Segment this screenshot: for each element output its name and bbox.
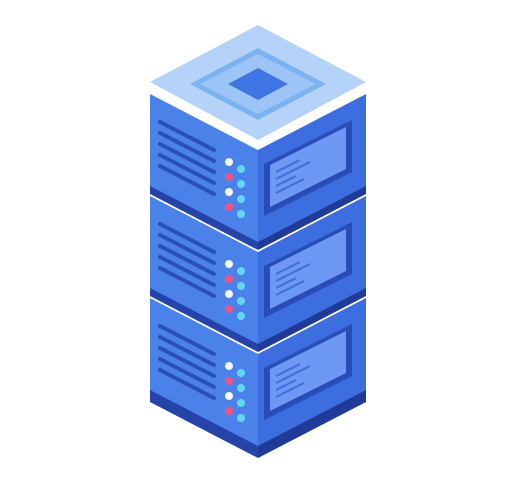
led-icon [237, 312, 245, 320]
led-icon [225, 377, 233, 385]
led-icon [225, 158, 233, 166]
unit-1-status-leds [225, 158, 245, 218]
led-icon [225, 362, 233, 370]
led-icon [237, 180, 245, 188]
led-icon [237, 384, 245, 392]
server-unit-3 [150, 298, 366, 458]
led-icon [225, 305, 233, 313]
unit-2-bottom-seam-front [150, 288, 258, 352]
unit-2-status-leds [225, 260, 245, 320]
unit-2-vent-lines [158, 222, 216, 298]
display-text-lines [275, 261, 311, 296]
led-icon [237, 369, 245, 377]
led-icon [225, 290, 233, 298]
unit-3-base-side [258, 390, 366, 458]
unit-3-vent-lines [158, 324, 216, 400]
unit-1-bottom-seam-side [258, 186, 366, 250]
led-icon [225, 188, 233, 196]
led-icon [225, 275, 233, 283]
led-icon [225, 203, 233, 211]
unit-3-status-leds [225, 362, 245, 422]
top-face-square [228, 68, 288, 100]
led-icon [225, 260, 233, 268]
unit-1-bottom-seam-front [150, 186, 258, 250]
led-icon [225, 407, 233, 415]
unit-1-display-panel [264, 120, 352, 216]
unit-2-bottom-seam-side [258, 288, 366, 352]
led-icon [237, 165, 245, 173]
display-text-lines [275, 159, 311, 194]
unit-2-display-panel [264, 222, 352, 318]
rack-top-face [150, 25, 366, 140]
led-icon [237, 267, 245, 275]
server-unit-2 [150, 196, 366, 352]
led-icon [237, 399, 245, 407]
led-icon [237, 195, 245, 203]
display-text-lines [275, 363, 311, 398]
unit-3-base-front [150, 390, 258, 458]
led-icon [225, 392, 233, 400]
led-icon [237, 282, 245, 290]
led-icon [237, 297, 245, 305]
server-unit-1 [150, 94, 366, 250]
led-icon [225, 173, 233, 181]
led-icon [237, 414, 245, 422]
unit-1-vent-lines [158, 120, 216, 196]
led-icon [237, 210, 245, 218]
unit-3-display-panel [264, 324, 352, 420]
